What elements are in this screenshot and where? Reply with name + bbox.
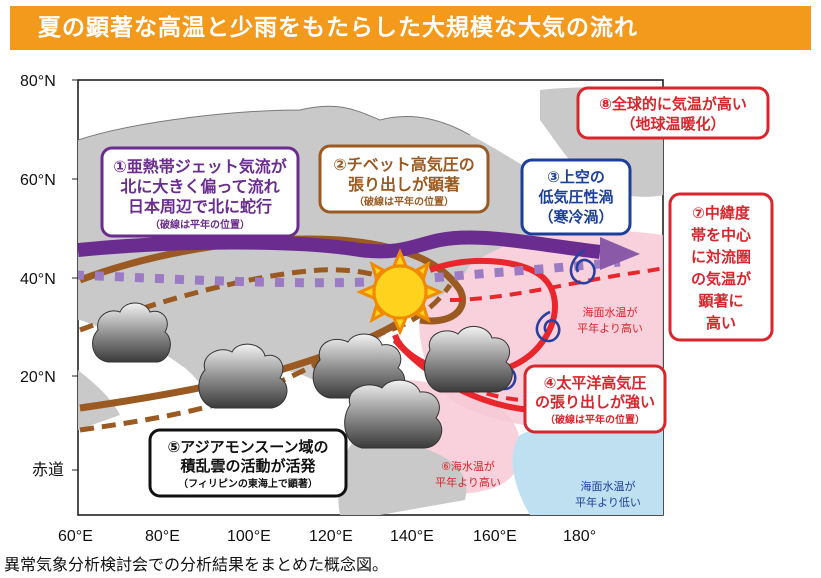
callout-line: 張り出しが顕著 bbox=[348, 175, 460, 194]
x-tick-label: 100°E bbox=[227, 528, 271, 545]
callout-line: 低気圧性渦 bbox=[537, 188, 613, 206]
sst-line: 平年より低い bbox=[575, 495, 641, 509]
callout-line: 積乱雲の活動が活発 bbox=[179, 457, 316, 475]
x-tick-label: 80°E bbox=[145, 528, 180, 545]
callout-note: （破線は平年の位置） bbox=[545, 413, 645, 426]
y-tick-label: 40°N bbox=[20, 271, 56, 288]
jet-stream-normal-line bbox=[78, 257, 621, 288]
sst-line: 海面水温が bbox=[581, 479, 636, 493]
x-axis: 60°E 80°E 100°E 120°E 140°E 160°E 180° bbox=[58, 528, 596, 545]
cold-sea bbox=[512, 413, 663, 515]
callout-line: ①亜熱帯ジェット気流が bbox=[113, 157, 287, 176]
x-tick-label: 140°E bbox=[390, 528, 434, 545]
coastline bbox=[78, 105, 471, 141]
jet-stream-line bbox=[78, 230, 601, 259]
callout-line: 北に大きく偏って流れ bbox=[120, 177, 279, 196]
callout-tibet-high: ②チベット高気圧の 張り出しが顕著 （破線は平年の位置） bbox=[318, 144, 490, 214]
callout-line: 帯を中心 bbox=[691, 226, 751, 244]
callout-note: （フィリピンの東海上で顕著） bbox=[178, 477, 318, 490]
sst-note-cold: 海面水温が 平年より低い bbox=[575, 479, 641, 509]
y-tick-label: 80°N bbox=[20, 73, 56, 90]
cumulonimbus-cloud-icon bbox=[92, 302, 513, 449]
callout-asian-monsoon: ⑤アジアモンスーン域の 積乱雲の活動が活発 （フィリピンの東海上で顕著） bbox=[148, 428, 348, 498]
callout-line: ⑦中緯度 bbox=[692, 204, 751, 222]
callout-line: （寒冷渦） bbox=[538, 208, 613, 226]
x-tick-label: 60°E bbox=[58, 528, 93, 545]
callout-troposphere-temp: ⑦中緯度 帯を中心 に対流圏 の気温が 顕著に 高い bbox=[668, 192, 774, 342]
tibet-high-line bbox=[78, 235, 466, 325]
callout-note: （破線は平年の位置） bbox=[150, 218, 250, 231]
callout-note: （破線は平年の位置） bbox=[354, 195, 454, 208]
y-tick-label: 60°N bbox=[20, 172, 56, 189]
callout-line: の気温が bbox=[691, 270, 752, 288]
sst-line: 平年より高い bbox=[577, 321, 643, 335]
sst-line: 海面水温が bbox=[583, 305, 638, 319]
callout-global-warming: ⑧全球的に気温が高い （地球温暖化） bbox=[576, 86, 770, 140]
x-tick-label: 120°E bbox=[309, 528, 353, 545]
tibet-high-normal-line bbox=[79, 283, 453, 433]
title-banner: 夏の顕著な高温と少雨をもたらした大規模な大気の流れ bbox=[10, 6, 811, 50]
sst-line: 平年より高い bbox=[435, 475, 501, 489]
callout-jet-stream: ①亜熱帯ジェット気流が 北に大きく偏って流れ 日本周辺で北に蛇行 （破線は平年の… bbox=[100, 146, 300, 238]
sst-note-warm-south: ⑥海水温が 平年より高い bbox=[435, 459, 501, 489]
callout-line: ③上空の bbox=[547, 168, 605, 186]
callout-line: 日本周辺で北に蛇行 bbox=[128, 197, 272, 216]
sst-line: ⑥海水温が bbox=[441, 459, 495, 473]
concept-map: 80°N 60°N 40°N 20°N 赤道 60°E 80°E 100°E 1… bbox=[20, 73, 774, 545]
callout-line: 高い bbox=[706, 314, 736, 332]
maritime-continent-landmass bbox=[338, 438, 467, 515]
callout-line: ⑧全球的に気温が高い bbox=[599, 95, 747, 113]
y-tick-label: 赤道 bbox=[32, 461, 64, 479]
callout-line: に対流圏 bbox=[691, 248, 751, 266]
title-text: 夏の顕著な高温と少雨をもたらした大規模な大気の流れ bbox=[38, 15, 638, 41]
pacific-high-normal-upper bbox=[449, 266, 663, 302]
figure-caption: 異常気象分析検討会での分析結果をまとめた概念図。 bbox=[4, 555, 389, 574]
callout-line: ④太平洋高気圧 bbox=[544, 374, 647, 392]
sun-icon bbox=[356, 248, 444, 336]
callout-pacific-high: ④太平洋高気圧 の張り出しが強い （破線は平年の位置） bbox=[523, 364, 667, 434]
y-axis: 80°N 60°N 40°N 20°N 赤道 bbox=[20, 73, 78, 479]
callout-cold-vortex: ③上空の 低気圧性渦 （寒冷渦） bbox=[520, 158, 632, 236]
callout-line: の張り出しが強い bbox=[535, 393, 655, 411]
africa-landmass bbox=[78, 370, 120, 430]
sst-note-warm-north: 海面水温が 平年より高い bbox=[577, 305, 643, 335]
callout-line: （地球温暖化） bbox=[620, 115, 725, 133]
callout-line: ⑤アジアモンスーン域の bbox=[167, 438, 328, 456]
callout-line: ②チベット高気圧の bbox=[333, 155, 475, 174]
x-tick-label: 180° bbox=[563, 528, 596, 545]
y-tick-label: 20°N bbox=[20, 369, 56, 386]
callout-line: 顕著に bbox=[698, 292, 743, 310]
x-tick-label: 160°E bbox=[473, 528, 517, 545]
jet-stream-arrowhead bbox=[600, 237, 640, 270]
